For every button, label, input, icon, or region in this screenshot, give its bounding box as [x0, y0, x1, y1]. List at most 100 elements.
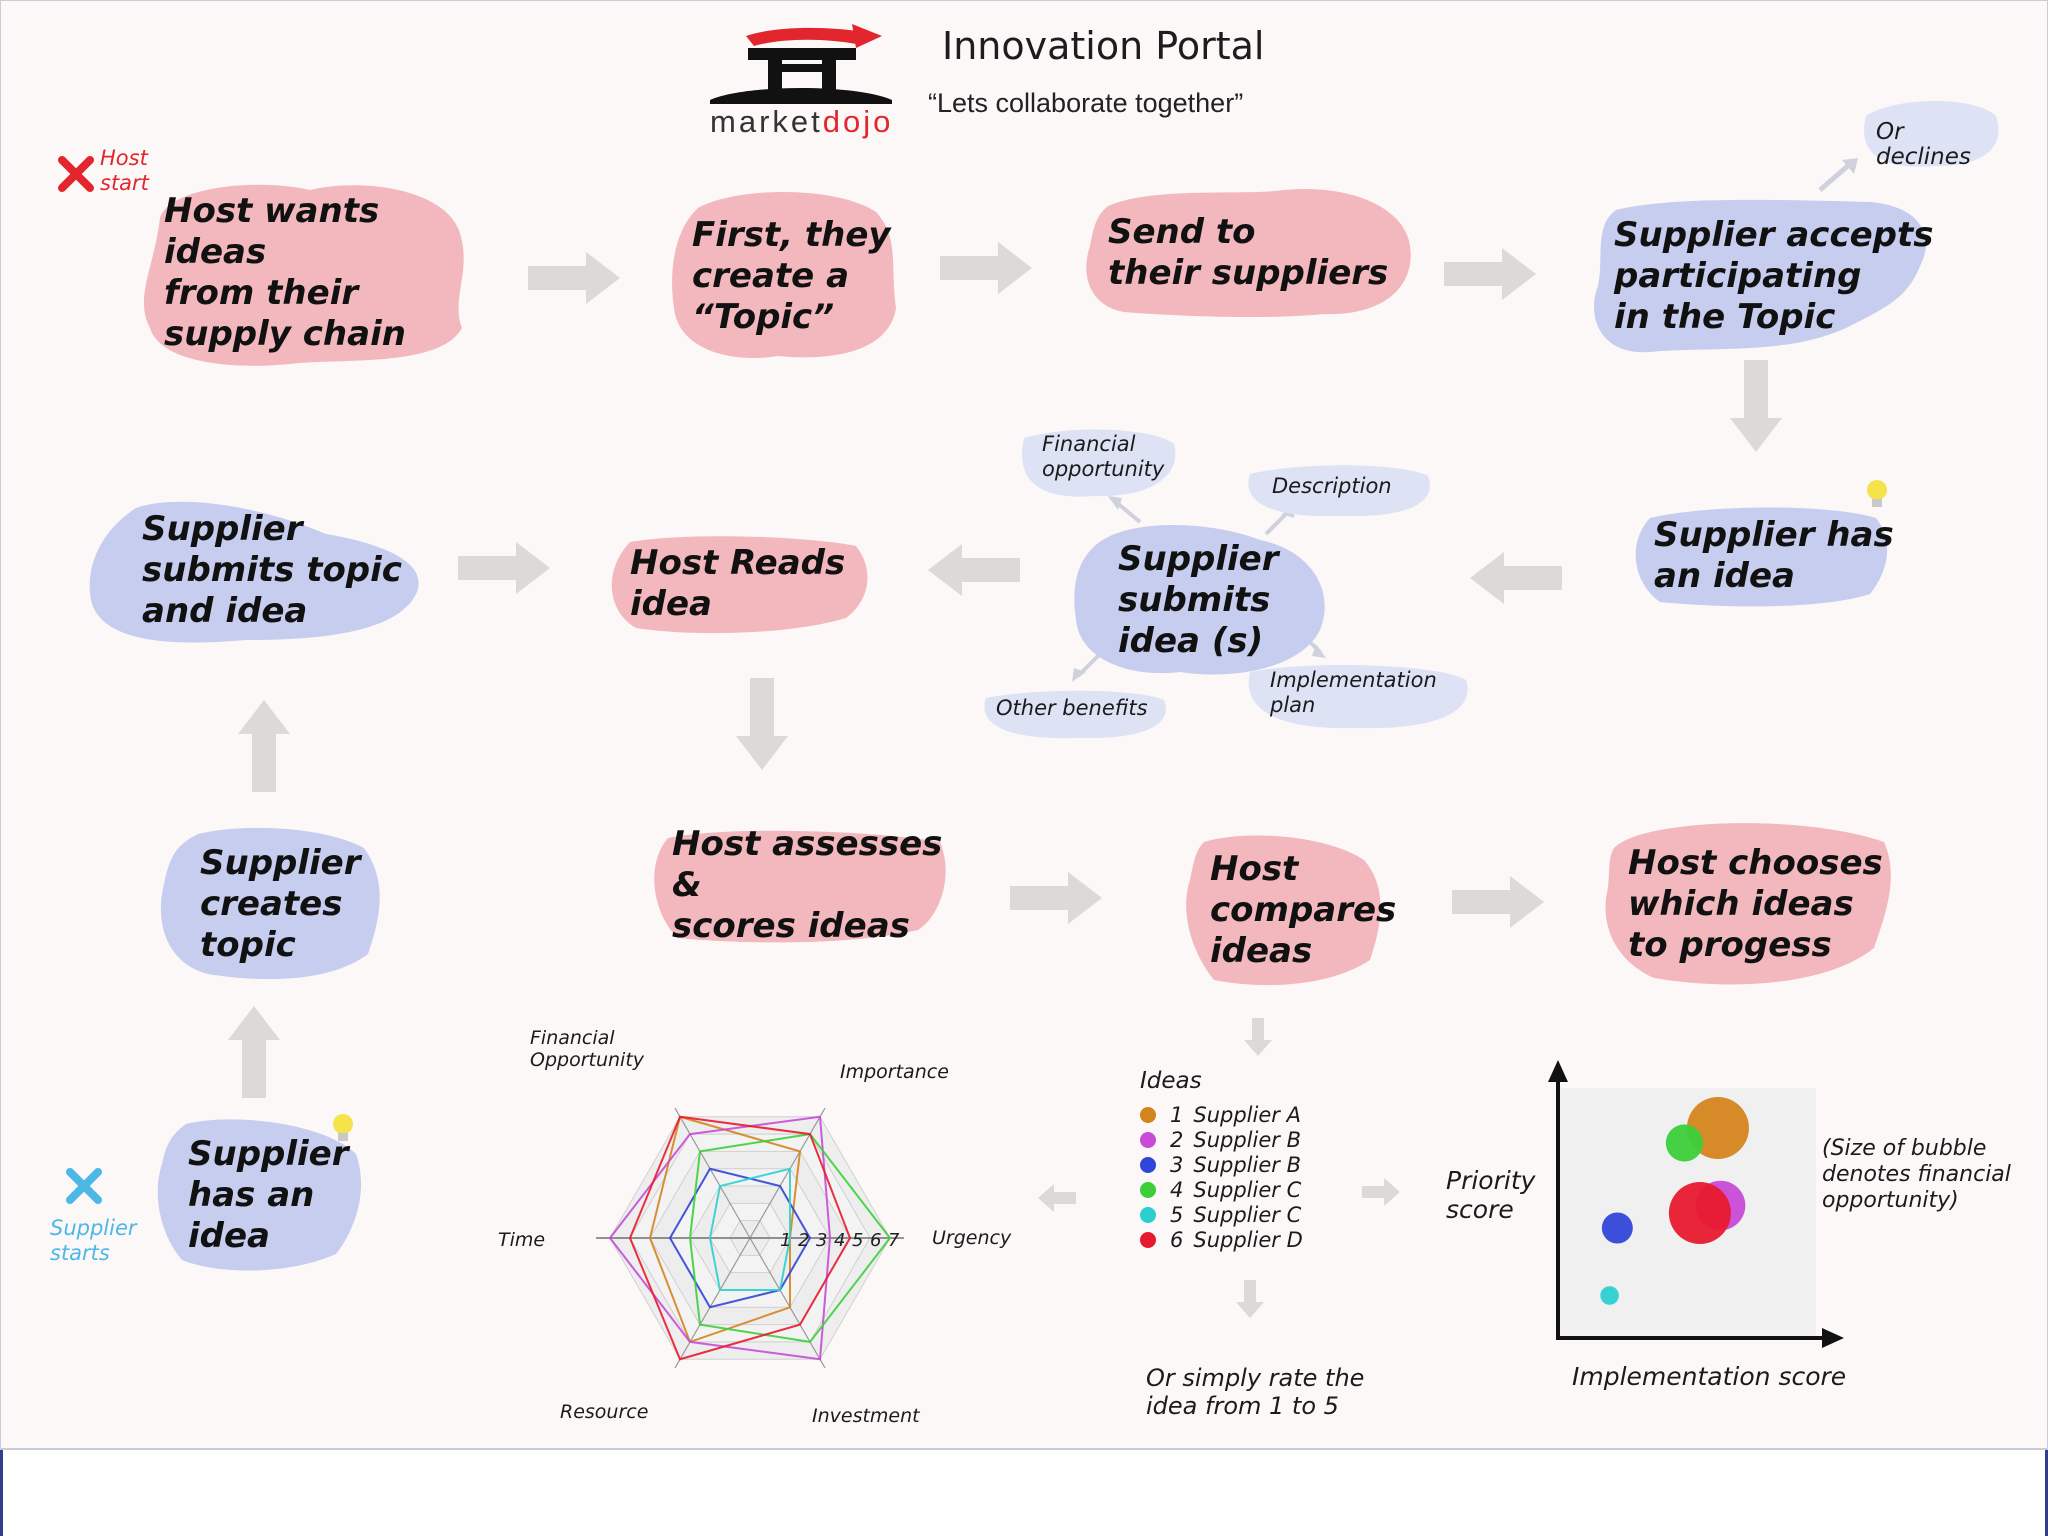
arrow-creates-to-submits	[238, 700, 290, 792]
bubble-chart-ylabel: Priority score	[1446, 1166, 1536, 1224]
host-start-x-icon	[58, 156, 94, 192]
bubble-idea-3	[1601, 1212, 1633, 1244]
note-description: Description	[1240, 462, 1434, 518]
arrow-submits-to-reads	[928, 544, 1020, 596]
radar-axis-label: Investment	[812, 1405, 921, 1427]
legend-number: 5	[1170, 1202, 1184, 1227]
legend-dot	[1140, 1206, 1156, 1223]
legend-label: Supplier B	[1193, 1152, 1301, 1177]
legend-number: 2	[1170, 1127, 1184, 1152]
arrow-send-to-accepts	[1444, 248, 1536, 300]
legend-dot	[1140, 1181, 1156, 1198]
radar-scale-label: 5	[852, 1230, 863, 1251]
legend-item: 4 Supplier C	[1140, 1177, 1340, 1202]
legend-label: Supplier A	[1193, 1102, 1301, 1127]
radar-scale-label: 1	[780, 1230, 791, 1251]
radar-scale-label: 6	[870, 1230, 881, 1251]
step-send-to-suppliers: Send to their suppliers	[1084, 186, 1414, 320]
step-supplier-submits-idea: Supplier submits idea (s)	[1070, 520, 1332, 680]
radar-spoke	[749, 1237, 826, 1369]
step-supplier-has-idea-right: Supplier has an idea	[1630, 504, 1894, 608]
arrow-idea-to-submits	[1470, 552, 1562, 604]
legend-dot	[1140, 1131, 1156, 1148]
radar-spoke	[674, 1237, 751, 1369]
supplier-start-x-icon	[66, 1168, 102, 1204]
bubble-idea-4	[1665, 1124, 1704, 1162]
legend-number: 1	[1170, 1102, 1184, 1127]
supplier-start-label: Supplier starts	[50, 1216, 137, 1265]
radar-series	[708, 1167, 791, 1291]
note-other-benefits: Other benefits	[976, 688, 1170, 740]
radar-scale-label: 3	[816, 1230, 827, 1251]
marketdojo-logo-text: marketdojo	[710, 104, 894, 139]
step-supplier-creates-topic: Supplier creates topic	[158, 824, 384, 984]
legend-dot	[1140, 1106, 1156, 1123]
lightbulb-icon-left	[333, 1114, 353, 1141]
arrow-accepts-to-idea	[1730, 360, 1782, 452]
arrow-topic-to-reads	[458, 542, 550, 594]
legend-item: 2 Supplier B	[1140, 1127, 1340, 1152]
step-supplier-has-idea-left: Supplier has an idea	[156, 1114, 366, 1276]
arrow-compares-to-legend	[1244, 1018, 1272, 1056]
legend-item: 6 Supplier D	[1140, 1227, 1340, 1252]
bottom-band	[0, 1448, 2048, 1536]
radar-axis-label: Resource	[560, 1401, 648, 1423]
legend-dot	[1140, 1231, 1156, 1248]
page-subtitle: “Lets collaborate together”	[928, 88, 1244, 118]
step-supplier-submits-topic: Supplier submits topic and idea	[86, 494, 424, 646]
bubble-chart-xlabel: Implementation score	[1572, 1362, 1847, 1391]
radar-scale-label: 7	[888, 1230, 900, 1251]
legend-label: Supplier C	[1193, 1202, 1302, 1227]
arrow-legend-to-bubble	[1362, 1178, 1400, 1206]
arrow-compares-to-chooses	[1452, 876, 1544, 928]
legend-label: Supplier B	[1193, 1127, 1301, 1152]
arrow-reads-to-assesses	[736, 678, 788, 770]
radar-spoke	[749, 1107, 826, 1239]
legend-number: 3	[1170, 1152, 1184, 1177]
step-host-compares: Host compares ideas	[1184, 830, 1396, 990]
legend-item: 1 Supplier A	[1140, 1102, 1340, 1127]
step-host-wants-ideas: Host wants ideas from their supply chain	[140, 178, 470, 368]
page-title: Innovation Portal	[942, 24, 1265, 68]
step-supplier-accepts: Supplier accepts participating in the To…	[1590, 196, 1936, 356]
arrow-idea-to-creates	[228, 1006, 280, 1098]
bubble-idea-6	[1668, 1182, 1731, 1244]
radar-series	[608, 1115, 832, 1361]
radar-axis-label: Opportunity	[530, 1049, 645, 1071]
arrow-wants-to-topic	[528, 252, 620, 304]
legend-item: 3 Supplier B	[1140, 1152, 1340, 1177]
radar-axis-label: Urgency	[932, 1227, 1012, 1249]
note-simply-rate: Or simply rate the idea from 1 to 5	[1146, 1364, 1365, 1420]
arrow-assesses-to-compares	[1010, 872, 1102, 924]
step-host-assesses: Host assesses & scores ideas	[648, 824, 948, 946]
bubble-idea-5	[1600, 1286, 1619, 1305]
radar-spoke	[674, 1107, 751, 1239]
lightbulb-icon-right	[1867, 480, 1887, 507]
bubble-x-arrowhead	[1822, 1328, 1844, 1348]
host-start-label: Host start	[100, 146, 149, 195]
radar-axis-label: Time	[498, 1229, 545, 1251]
ideas-legend-title: Ideas	[1140, 1068, 1202, 1094]
radar-scale-label: 2	[798, 1230, 809, 1251]
legend-number: 6	[1170, 1227, 1184, 1252]
radar-axis-label: Importance	[840, 1061, 949, 1083]
legend-dot	[1140, 1156, 1156, 1173]
arrow-legend-to-radar	[1038, 1184, 1076, 1212]
note-implementation-plan: Implementation plan	[1240, 660, 1472, 730]
step-host-reads-idea: Host Reads idea	[606, 532, 872, 636]
legend-number: 4	[1170, 1177, 1184, 1202]
radar-scale-label: 4	[834, 1230, 845, 1251]
radar-series	[628, 1115, 852, 1361]
bubble-chart	[1548, 1060, 1844, 1348]
radar-axis-label: Financial	[530, 1027, 615, 1049]
step-host-chooses: Host chooses which ideas to progess	[1604, 818, 1894, 990]
legend-label: Supplier D	[1193, 1227, 1303, 1252]
arrow-topic-to-send	[940, 242, 1032, 294]
legend-item: 5 Supplier C	[1140, 1202, 1340, 1227]
radar-series	[648, 1115, 802, 1344]
bubble-axes	[1556, 1072, 1832, 1340]
legend-label: Supplier C	[1193, 1177, 1302, 1202]
